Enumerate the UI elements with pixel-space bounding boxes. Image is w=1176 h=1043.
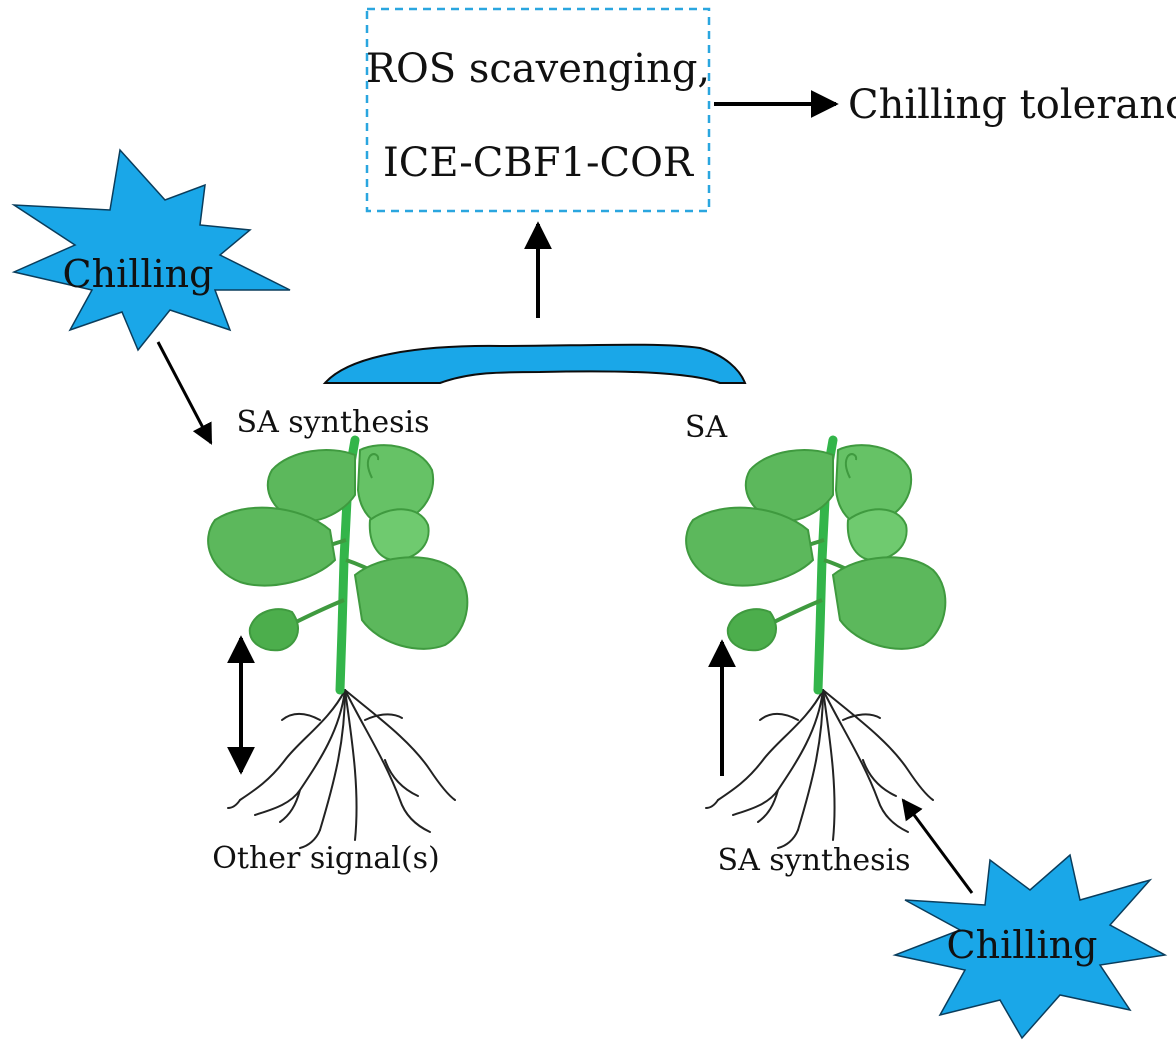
label-left-top: SA synthesis: [237, 405, 430, 440]
label-right-bottom: SA synthesis: [718, 843, 911, 878]
chilling-label-right: Chilling: [947, 923, 1098, 967]
chilling-arrow-right: [901, 798, 974, 894]
chilling-label-left: Chilling: [63, 252, 214, 296]
outcome-label: Chilling tolerance: [848, 82, 1176, 128]
box-line-1: ROS scavenging,: [366, 46, 710, 92]
seedling-left: [208, 440, 467, 848]
label-left-bottom: Other signal(s): [212, 841, 439, 876]
starburst-icon: [11, 148, 291, 352]
integration-arch: [322, 343, 747, 384]
seedling-right: [686, 440, 945, 848]
mechanism-box: [365, 7, 711, 213]
chilling-arrow-left: [156, 341, 213, 445]
label-right-top: SA: [685, 410, 728, 445]
starburst-icon: [892, 853, 1168, 1040]
box-line-2: ICE-CBF1-COR: [383, 140, 695, 186]
